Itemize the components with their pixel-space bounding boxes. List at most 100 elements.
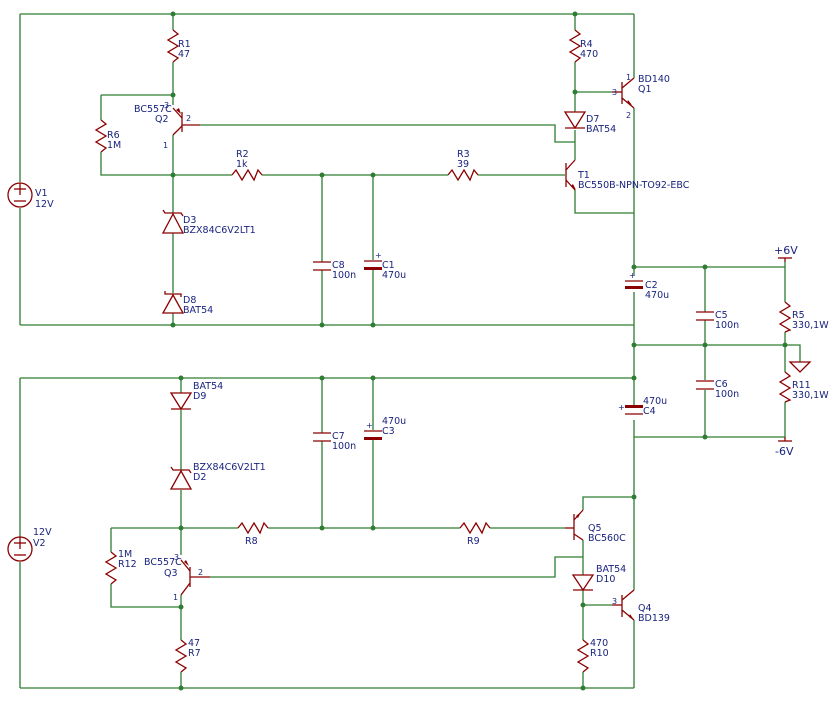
transistor-q1[interactable]: BD140 Q1 1 3 2 [612,73,670,120]
q2-value: BC557C [134,104,172,115]
d2-ref: D2 [193,472,206,483]
capacitor-c8[interactable]: C8 100n [313,260,356,281]
q3-pin1: 1 [173,593,178,602]
c4-value: 470u [643,396,667,407]
r6-ref: R6 [107,130,120,141]
diode-d9[interactable]: BAT54 D9 [169,381,223,411]
r7-value: 47 [188,638,200,649]
r11-value: 330,1W [792,390,829,401]
r2-ref: R2 [236,149,249,160]
capacitor-c6[interactable]: C6 100n [696,379,739,400]
d10-ref: D10 [596,574,615,585]
d7-ref: D7 [586,114,599,125]
resistor-r2[interactable]: R2 1k [231,149,263,182]
c1-plus: + [375,251,382,260]
c2-plus: + [629,271,636,280]
r12-ref: R12 [118,559,137,570]
q3-pin2: 2 [198,568,203,577]
capacitor-c5[interactable]: C5 100n [696,310,739,331]
resistor-r4[interactable]: R4 470 [568,29,598,63]
c3-value: 470u [382,416,406,427]
c5-ref: C5 [715,310,728,321]
c8-value: 100n [332,270,356,281]
transistor-q3[interactable]: BC557C Q3 3 2 1 [144,553,210,602]
junctions [170,11,788,691]
resistor-r1[interactable]: R1 47 [166,29,191,63]
r3-value: 39 [457,159,469,170]
q3-pin3: 3 [174,553,179,562]
diode-d8[interactable]: D8 BAT54 [161,291,213,316]
diode-d7[interactable]: D7 BAT54 [563,111,616,135]
resistor-r11[interactable]: R11 330,1W [778,371,829,403]
t1-value: BC550B-NPN-TO92-EBC [578,180,690,191]
diode-d10[interactable]: BAT54 D10 [571,564,626,592]
q4-ref: Q4 [638,603,652,614]
resistor-r9[interactable]: R9 [459,521,491,547]
resistor-r5[interactable]: R5 330,1W [778,301,829,333]
resistor-r7[interactable]: 47 R7 [174,638,201,673]
c3-plus: + [366,421,373,430]
r6-value: 1M [107,140,121,151]
q1-pin1: 1 [626,73,631,82]
q2-ref: Q2 [155,114,169,125]
q1-pin3: 3 [612,88,617,97]
resistor-r3[interactable]: R3 39 [447,149,479,182]
zener-diode-d3[interactable]: D3 BZX84C6V2LT1 [161,209,256,236]
capacitor-c2[interactable]: + C2 470u [625,271,669,301]
q5-value: BC560C [588,533,626,544]
r5-ref: R5 [792,310,805,321]
capacitor-c3[interactable]: + 470u C3 [364,416,406,440]
c1-value: 470u [382,270,406,281]
r10-value: 470 [590,638,608,649]
capacitor-c7[interactable]: C7 100n [313,431,356,452]
battery-v2[interactable]: 12V V2 [7,527,52,562]
transistor-q5[interactable]: Q5 BC560C [565,509,626,544]
capacitor-c4[interactable]: + 470u C4 [618,396,667,417]
resistor-r6[interactable]: R6 1M [94,119,121,153]
d2-value: BZX84C6V2LT1 [193,462,266,473]
v2-value: 12V [33,527,52,538]
supply-neg-6v: -6V [775,437,794,458]
r3-ref: R3 [457,149,470,160]
r9-ref: R9 [467,536,480,547]
q2-pin2: 2 [186,114,191,123]
r12-value: 1M [118,549,132,560]
c7-ref: C7 [332,431,345,442]
r1-ref: R1 [178,39,191,50]
d8-value: BAT54 [183,305,213,316]
r2-value: 1k [236,159,248,170]
c6-ref: C6 [715,379,728,390]
r8-ref: R8 [245,536,258,547]
pos-supply-label: +6V [774,244,798,257]
q1-value: BD140 [638,74,670,85]
q3-value: BC557C [144,557,182,568]
d9-ref: D9 [193,391,206,402]
zener-diode-d2[interactable]: BZX84C6V2LT1 D2 [169,462,266,490]
d3-value: BZX84C6V2LT1 [183,225,256,236]
c7-value: 100n [332,441,356,452]
q4-pin3: 3 [612,597,617,606]
q2-pin3: 3 [164,101,169,110]
r4-value: 470 [580,49,598,60]
r5-value: 330,1W [792,320,829,331]
resistor-r10[interactable]: 470 R10 [576,638,609,673]
d10-value: BAT54 [596,564,626,575]
resistor-r8[interactable]: R8 [237,521,269,547]
d9-value: BAT54 [193,381,223,392]
t1-ref: T1 [577,170,590,181]
resistor-r12[interactable]: 1M R12 [104,549,137,585]
transistor-t1[interactable]: T1 BC550B-NPN-TO92-EBC [565,159,690,191]
battery-v1[interactable]: V1 12V [7,182,54,210]
capacitor-c1[interactable]: + C1 470u [364,251,406,281]
ground-icon [788,361,812,373]
c2-ref: C2 [645,280,658,291]
r4-ref: R4 [580,39,593,50]
q1-ref: Q1 [638,84,652,95]
v1-value: 12V [35,199,54,210]
v2-ref: V2 [33,538,46,549]
wires [19,13,801,689]
c1-ref: C1 [382,260,395,271]
transistor-q4[interactable]: Q4 BD139 3 [612,589,670,624]
transistor-q2[interactable]: BC557C Q2 3 2 1 [134,101,200,150]
